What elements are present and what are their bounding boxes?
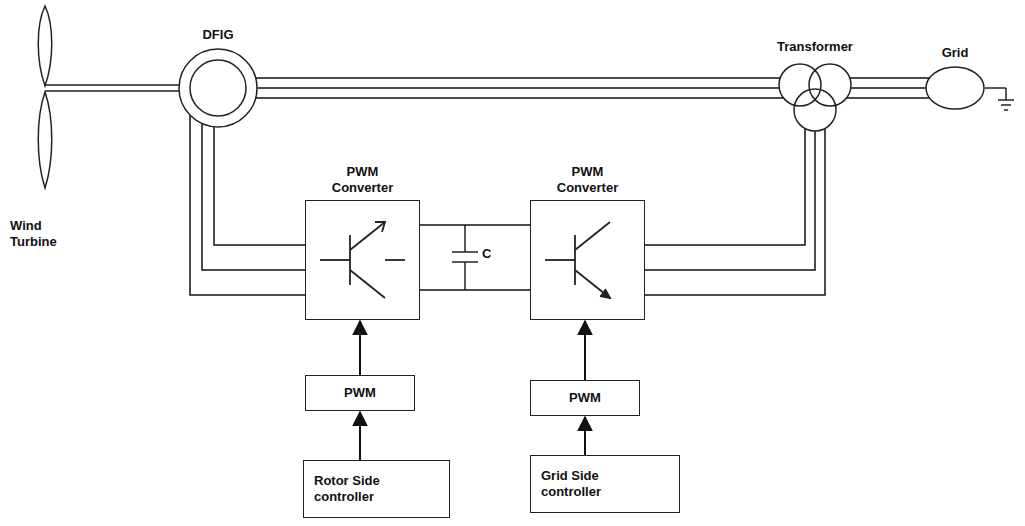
connector-line (584, 321, 586, 380)
capacitor-label: C (482, 246, 502, 262)
shape-heading: Transformer (765, 39, 865, 55)
turbine-label: Wind Turbine (10, 218, 80, 251)
connector-line (584, 417, 586, 455)
shape-heading: PWM Converter (324, 164, 402, 197)
box-text: PWM (344, 385, 376, 401)
connector (585, 321, 586, 380)
transistor-symbol (545, 222, 610, 298)
transformer-symbol: Transformer (775, 60, 855, 135)
connector (360, 412, 361, 460)
connector-line (256, 97, 784, 99)
turbine-blades (38, 6, 52, 188)
connector-line (420, 224, 530, 226)
dfig-machine: DFIG (178, 48, 258, 128)
shape-heading: DFIG (188, 27, 248, 43)
converter-box: PWM Converter (530, 200, 645, 320)
connector-line (214, 127, 305, 245)
connector (190, 115, 305, 295)
shape-outline (306, 201, 419, 319)
connector-line (257, 87, 779, 89)
controller-box: Rotor Side controller (303, 460, 450, 518)
capacitor-symbol (452, 225, 478, 290)
shape-outline (178, 48, 258, 128)
connector-line (851, 87, 926, 89)
pwm-box: PWM (305, 375, 415, 411)
connector (645, 129, 825, 296)
shape-outline (531, 201, 644, 319)
connector (256, 78, 784, 98)
connector-line (645, 129, 805, 246)
connector-line (359, 321, 361, 375)
connector-line (850, 77, 929, 79)
connector-line (645, 129, 825, 296)
turbine-shaft (45, 85, 179, 91)
box-text: Grid Side controller (541, 468, 636, 501)
connector-line (359, 412, 361, 460)
shape-heading: PWM Converter (549, 164, 627, 197)
shape-outline (775, 60, 855, 135)
box-text: Rotor Side controller (314, 473, 409, 506)
controller-box: Grid Side controller (530, 455, 680, 513)
converter-box: PWM Converter (305, 200, 420, 320)
connector (585, 417, 586, 455)
shape-heading: Grid (930, 45, 980, 61)
box-text: PWM (569, 390, 601, 406)
shape-outline (925, 66, 985, 110)
connector-line (190, 115, 305, 295)
connector-line (202, 124, 305, 270)
grid-symbol: Grid (925, 66, 985, 110)
transistor-symbol (320, 222, 405, 298)
connector-line (256, 77, 781, 79)
connector (847, 78, 930, 98)
connector (360, 321, 361, 375)
pwm-box: PWM (530, 380, 640, 416)
ground-symbol (985, 88, 1014, 110)
connector-line (847, 97, 930, 99)
connector-line (645, 131, 815, 270)
connector-line (420, 289, 530, 291)
connector (420, 225, 530, 290)
